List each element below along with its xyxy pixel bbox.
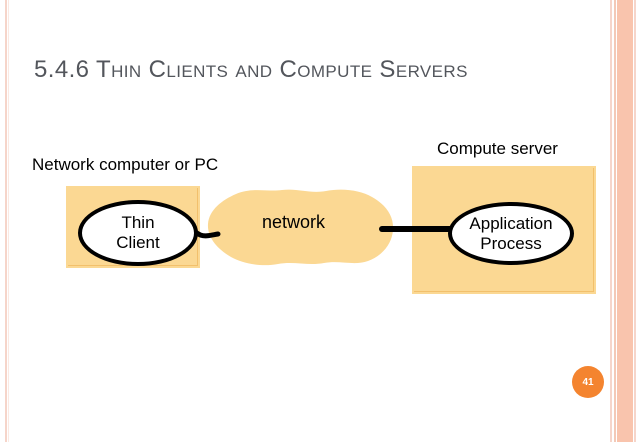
network-label: network — [262, 212, 326, 232]
label-compute-server: Compute server — [437, 139, 558, 158]
right-edge-rule-thin-3 — [634, 0, 636, 442]
application-process-node: Application Process — [448, 202, 574, 265]
thin-client-node: Thin Client — [78, 200, 198, 266]
page-number-badge: 41 — [572, 366, 604, 398]
right-edge-rule-thin-1 — [610, 0, 612, 442]
left-edge-rule-inner — [8, 0, 9, 442]
application-process-line-2: Process — [480, 233, 542, 253]
thin-client-line-2: Client — [116, 233, 160, 252]
application-process-line-1: Application — [469, 213, 553, 233]
thin-client-line-1: Thin — [121, 213, 155, 233]
label-network-computer-or-pc: Network computer or PC — [32, 155, 219, 174]
network-cloud-shape — [207, 189, 394, 266]
slide-title: 5.4.6 Thin Clients and Compute Servers — [34, 56, 468, 83]
right-edge-band — [617, 0, 633, 442]
left-edge-rule-outer — [5, 0, 7, 442]
right-edge-rule-thin-2 — [614, 0, 616, 442]
